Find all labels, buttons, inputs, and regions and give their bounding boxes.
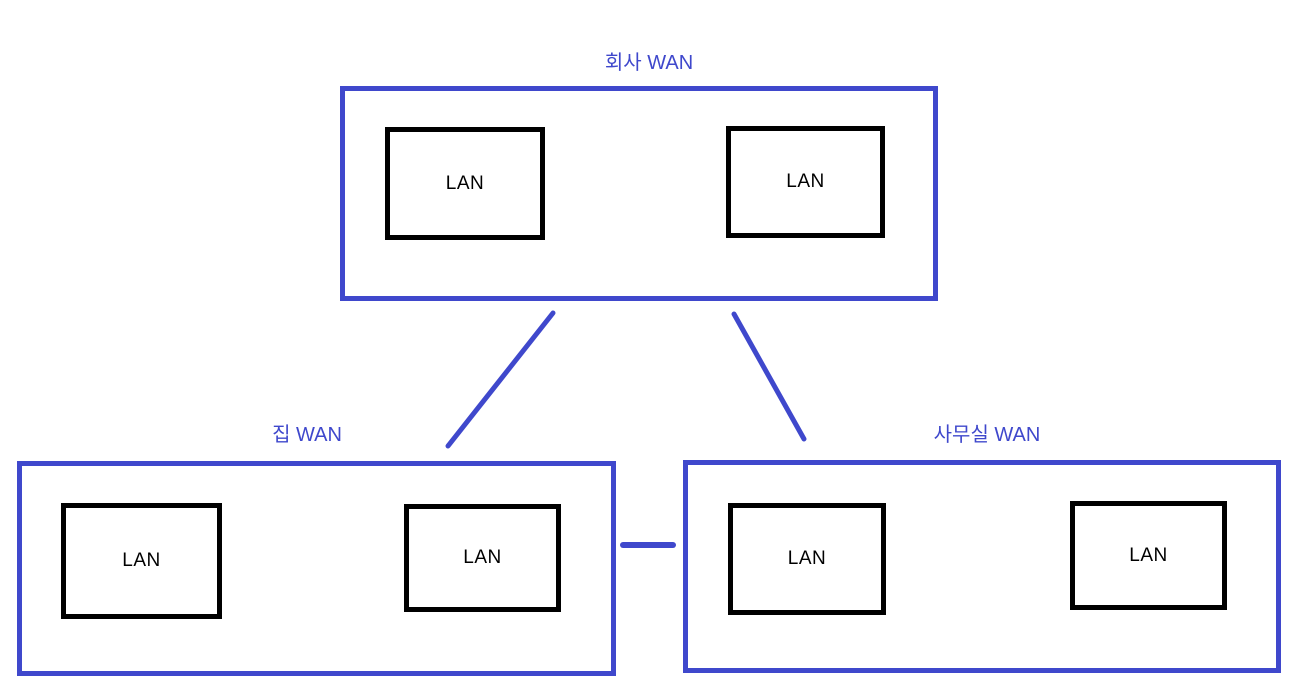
- lan-box-office-1: LAN: [728, 503, 886, 615]
- lan-box-home-1: LAN: [61, 503, 222, 619]
- wan-label-home: 집 WAN: [272, 424, 342, 446]
- wan-label-company: 회사 WAN: [604, 52, 694, 74]
- lan-label: LAN: [1129, 544, 1168, 566]
- wan-box-home: LAN LAN: [17, 461, 616, 676]
- lan-label: LAN: [122, 550, 161, 571]
- lan-box-home-2: LAN: [404, 504, 561, 612]
- lan-label: LAN: [787, 548, 827, 569]
- lan-box-company-2: LAN: [726, 126, 885, 238]
- lan-label: LAN: [463, 547, 502, 568]
- lan-box-office-2: LAN: [1070, 501, 1227, 610]
- lan-label: LAN: [786, 171, 825, 192]
- wan-box-office: LAN LAN: [683, 460, 1281, 673]
- lan-label: LAN: [445, 172, 485, 194]
- lan-box-company-1: LAN: [385, 127, 545, 240]
- wan-box-company: LAN LAN: [340, 86, 938, 301]
- wan-label-office: 사무실 WAN: [933, 424, 1041, 446]
- connection-line-company-office: [731, 311, 807, 442]
- connection-line-company-home: [445, 310, 556, 449]
